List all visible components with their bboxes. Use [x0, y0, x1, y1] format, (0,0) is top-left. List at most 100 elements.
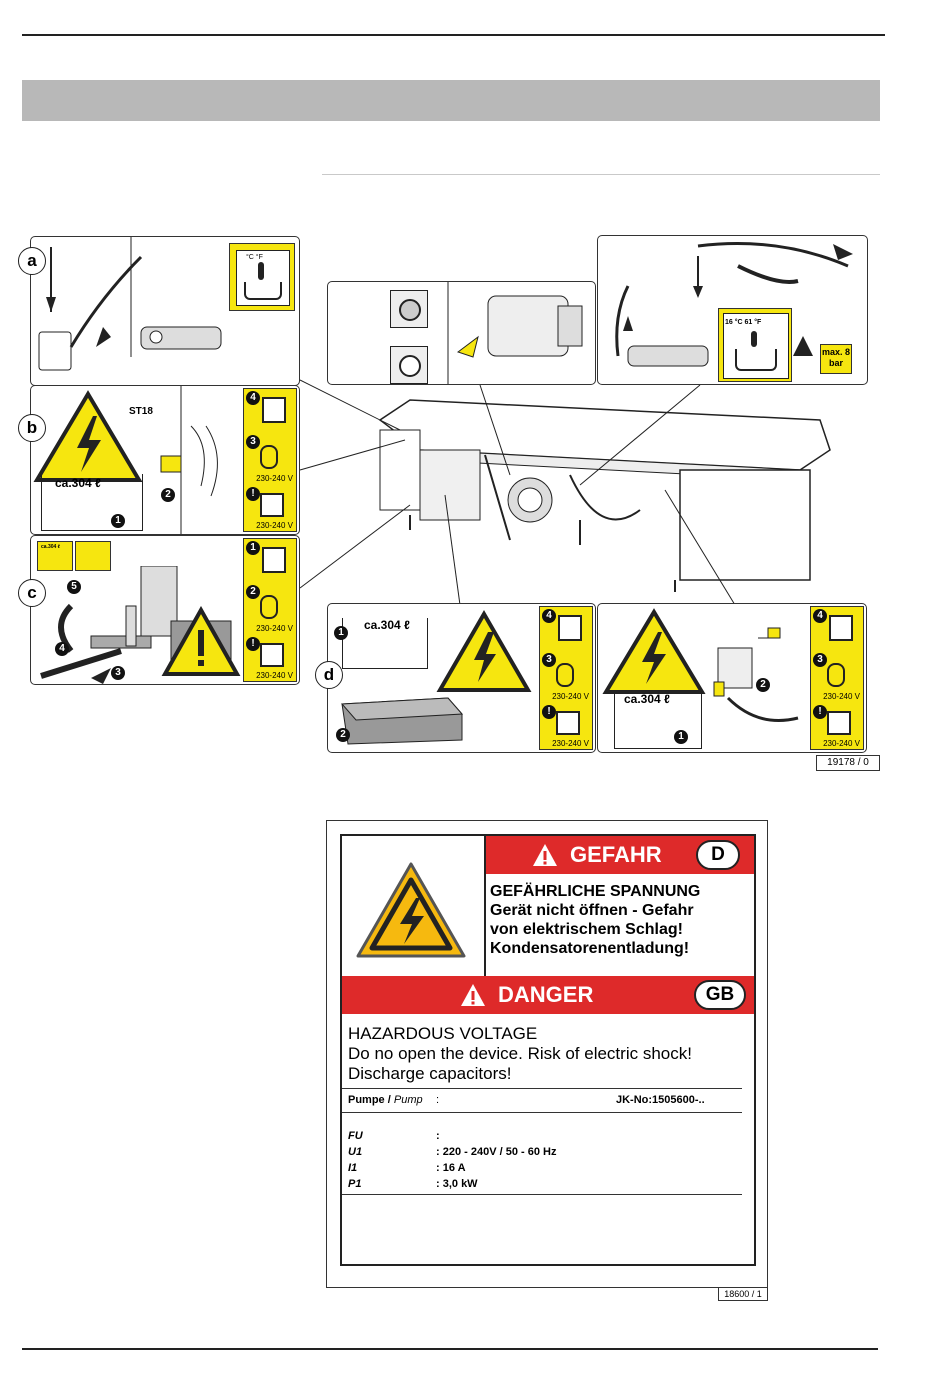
panel-knobs [327, 281, 596, 385]
knob-closed-icon [390, 346, 428, 384]
panel-e: ca.304 ℓ 1 2 4 3 ! 230-240 V 230-240 V [597, 603, 867, 753]
danger-text: HAZARDOUS VOLTAGE Do no open the device.… [348, 1024, 692, 1083]
section-rule [322, 174, 880, 175]
plug-icon [556, 663, 574, 687]
step-3-marker: 3 [111, 666, 125, 680]
plug-icon [260, 595, 278, 619]
electric-hazard-icon [602, 608, 706, 694]
hose-drain-drawing [38, 237, 222, 371]
tank-capacity: ca.304 ℓ [364, 618, 410, 632]
step-5-marker: 5 [67, 580, 81, 594]
danger-title: DANGER [498, 982, 594, 1007]
spec-values: : : 220 - 240V / 50 - 60 Hz : 16 A : 3,0… [436, 1130, 557, 1190]
voltage-label: 230-240 V [552, 692, 589, 701]
warning-label: GEFAHR D GEFÄHRLICHE SPANNUNG Gerät nich… [340, 834, 756, 1266]
step-4-marker: 4 [55, 642, 69, 656]
top-rule [22, 34, 885, 36]
pump-label: Pumpe / Pump [348, 1094, 423, 1106]
spec-keys: FU U1 I1 P1 [348, 1130, 363, 1190]
panel-c: ca.304 ℓ 5 4 3 1 2 ! 230-240 V 2 [30, 535, 300, 685]
step-1-marker: 1 [111, 514, 125, 528]
relay-wiring-drawing [713, 627, 799, 722]
switch-icon [558, 615, 582, 641]
voltage-label-2: 230-240 V [256, 521, 293, 530]
header-bar [22, 80, 880, 121]
socket-icon [260, 643, 284, 667]
jk-number: JK-No:1505600-.. [616, 1094, 705, 1106]
leader-lines [299, 379, 736, 606]
tank-capacity: ca.304 ℓ [624, 692, 670, 706]
socket-icon [556, 711, 580, 735]
connector-label: ST18 [129, 406, 153, 417]
tank-mini-card-2 [75, 541, 111, 571]
gefahr-header: GEFAHR D [486, 836, 754, 874]
power-steps-card-e: 4 3 ! 230-240 V 230-240 V [810, 606, 864, 750]
figure-ref-1: 19178 / 0 [816, 755, 880, 771]
electric-hazard-icon [33, 390, 143, 482]
country-badge-gb: GB [694, 980, 746, 1010]
step-2-marker: 2 [161, 488, 175, 502]
step-2-marker: 2 [756, 678, 770, 692]
panel-b-label: b [18, 414, 46, 442]
high-voltage-icon [356, 862, 466, 958]
wiring-drawing [160, 386, 218, 534]
socket-icon [827, 711, 851, 735]
voltage-label: 230-240 V [256, 624, 293, 633]
warning-label-outer [326, 820, 768, 1288]
tank-icon [614, 692, 702, 749]
tank-drawing [340, 697, 464, 745]
tank-capacity: ca.304 ℓ [55, 476, 101, 490]
voltage-label-2: 230-240 V [823, 739, 860, 748]
voltage-label-2: 230-240 V [552, 739, 589, 748]
panel-d: ca.304 ℓ 1 2 4 3 ! 230-240 V 230-240 V [327, 603, 596, 753]
figure-ref-2: 18600 / 1 [718, 1287, 768, 1301]
switch-icon [829, 615, 853, 641]
panel-b: ca.304 ℓ ST18 1 2 4 3 ! 230-240 V 230-24… [30, 385, 300, 535]
warning-icon [461, 984, 485, 1006]
socket-icon [260, 493, 284, 517]
panel-a-label: a [18, 247, 46, 275]
caution-icon [161, 606, 241, 676]
supply-temp: 16 °C 61 °F [725, 319, 762, 326]
gefahr-text: GEFÄHRLICHE SPANNUNG Gerät nicht öffnen … [490, 883, 701, 957]
hose-supply-drawing [615, 242, 853, 367]
power-steps-card-c: 1 2 ! 230-240 V 230-240 V [243, 538, 297, 682]
country-badge-d: D [696, 840, 740, 870]
electric-hazard-icon [436, 610, 532, 692]
gefahr-title: GEFAHR [570, 842, 662, 867]
step-2-marker: 2 [336, 728, 350, 742]
switch-icon [262, 547, 286, 573]
tank-mini-card-1: ca.304 ℓ [37, 541, 73, 571]
step-1-marker: 1 [334, 626, 348, 640]
supply-temp-card: 16 °C 61 °F [718, 308, 792, 382]
temp-units: °C °F [246, 254, 263, 261]
pressure-card: max. 8 bar [820, 344, 852, 374]
motor-drawing [447, 282, 583, 384]
warning-icon [533, 844, 557, 866]
pump-colon: : [436, 1094, 440, 1106]
tank-icon [342, 618, 428, 669]
tank-icon [41, 474, 143, 531]
panel-a: °C °F [30, 236, 300, 386]
voltage-label: 230-240 V [823, 692, 860, 701]
panel-c-label: c [18, 579, 46, 607]
voltage-label-2: 230-240 V [256, 671, 293, 680]
switch-icon [262, 397, 286, 423]
bottom-rule [22, 1348, 878, 1350]
water-bowl-icon [735, 349, 777, 371]
thermometer-icon [751, 331, 757, 347]
water-bowl-icon [244, 282, 282, 300]
machine-drawing [378, 399, 831, 592]
power-steps-card: 4 3 ! 230-240 V 230-240 V [243, 388, 297, 532]
thermometer-icon [258, 262, 264, 280]
voltage-label: 230-240 V [256, 474, 293, 483]
panel-d-label: d [315, 661, 343, 689]
panel-water-supply: 16 °C 61 °F max. 8 bar [597, 235, 868, 385]
danger-header: DANGER GB [342, 976, 754, 1014]
plug-icon [260, 445, 278, 469]
power-steps-card-d: 4 3 ! 230-240 V 230-240 V [539, 606, 593, 750]
plug-icon [827, 663, 845, 687]
temperature-warning-card: °C °F [229, 243, 295, 311]
knob-open-icon [390, 290, 428, 328]
step-1-marker: 1 [674, 730, 688, 744]
